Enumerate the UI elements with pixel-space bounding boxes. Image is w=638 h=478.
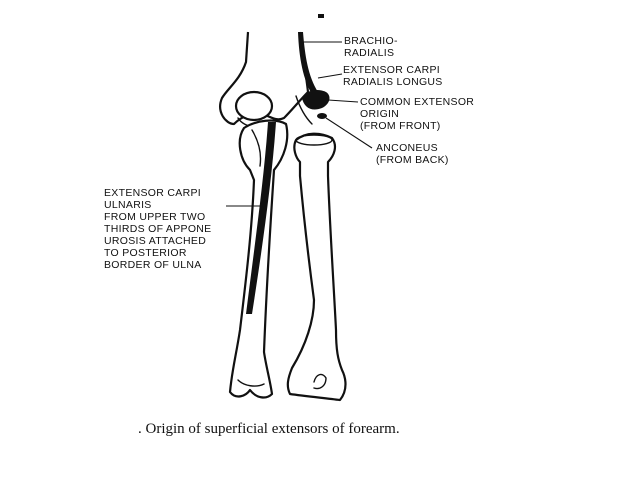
ulna-olecranon-line [251, 129, 262, 167]
extensor-carpi-ulnaris-origin [246, 122, 276, 314]
radius-bone [286, 132, 347, 402]
label-common-extensor-origin: COMMON EXTENSOR ORIGIN (FROM FRONT) [360, 96, 474, 132]
figure-caption: . Origin of superficial extensors of for… [138, 421, 400, 437]
label-line: BRACHIO- [344, 35, 398, 47]
label-line: UROSIS ATTACHED [104, 235, 207, 247]
label-brachioradialis: BRACHIO- RADIALIS [344, 35, 398, 59]
leader-common-extensor [327, 99, 359, 103]
radius-styloid-line [313, 373, 327, 390]
label-line: ANCONEUS [376, 142, 438, 154]
label-line: BORDER OF ULNA [104, 259, 202, 271]
label-extensor-carpi-ulnaris: EXTENSOR CARPI ULNARIS FROM UPPER TWO TH… [104, 187, 211, 271]
label-extensor-carpi-radialis-longus: EXTENSOR CARPI RADIALIS LONGUS [343, 64, 443, 88]
label-line: THIRDS OF APPONE [104, 223, 212, 235]
ulna-head-line [237, 379, 265, 387]
label-line: EXTENSOR CARPI [343, 64, 440, 76]
leader-ecrl [317, 73, 343, 79]
label-line: FROM UPPER TWO [104, 211, 206, 223]
scan-speck [318, 14, 324, 18]
common-extensor-origin-mark [302, 90, 330, 110]
radius-head-rim [295, 134, 333, 146]
humerus-capitulum [234, 90, 274, 122]
lateral-epicondyle-line [295, 95, 313, 125]
brachioradialis-origin [298, 32, 318, 96]
anconeus-origin-mark [317, 113, 327, 119]
label-line: ULNARIS [104, 199, 152, 211]
label-anconeus: ANCONEUS (FROM BACK) [376, 142, 449, 166]
label-line: RADIALIS [344, 47, 395, 59]
label-line: (FROM FRONT) [360, 120, 441, 132]
label-line: (FROM BACK) [376, 154, 449, 166]
label-line: TO POSTERIOR [104, 247, 187, 259]
label-line: ORIGIN [360, 108, 400, 120]
label-line: COMMON EXTENSOR [360, 96, 475, 108]
label-line: RADIALIS LONGUS [343, 76, 443, 88]
label-line: EXTENSOR CARPI [104, 187, 201, 199]
leader-anconeus [325, 117, 373, 149]
